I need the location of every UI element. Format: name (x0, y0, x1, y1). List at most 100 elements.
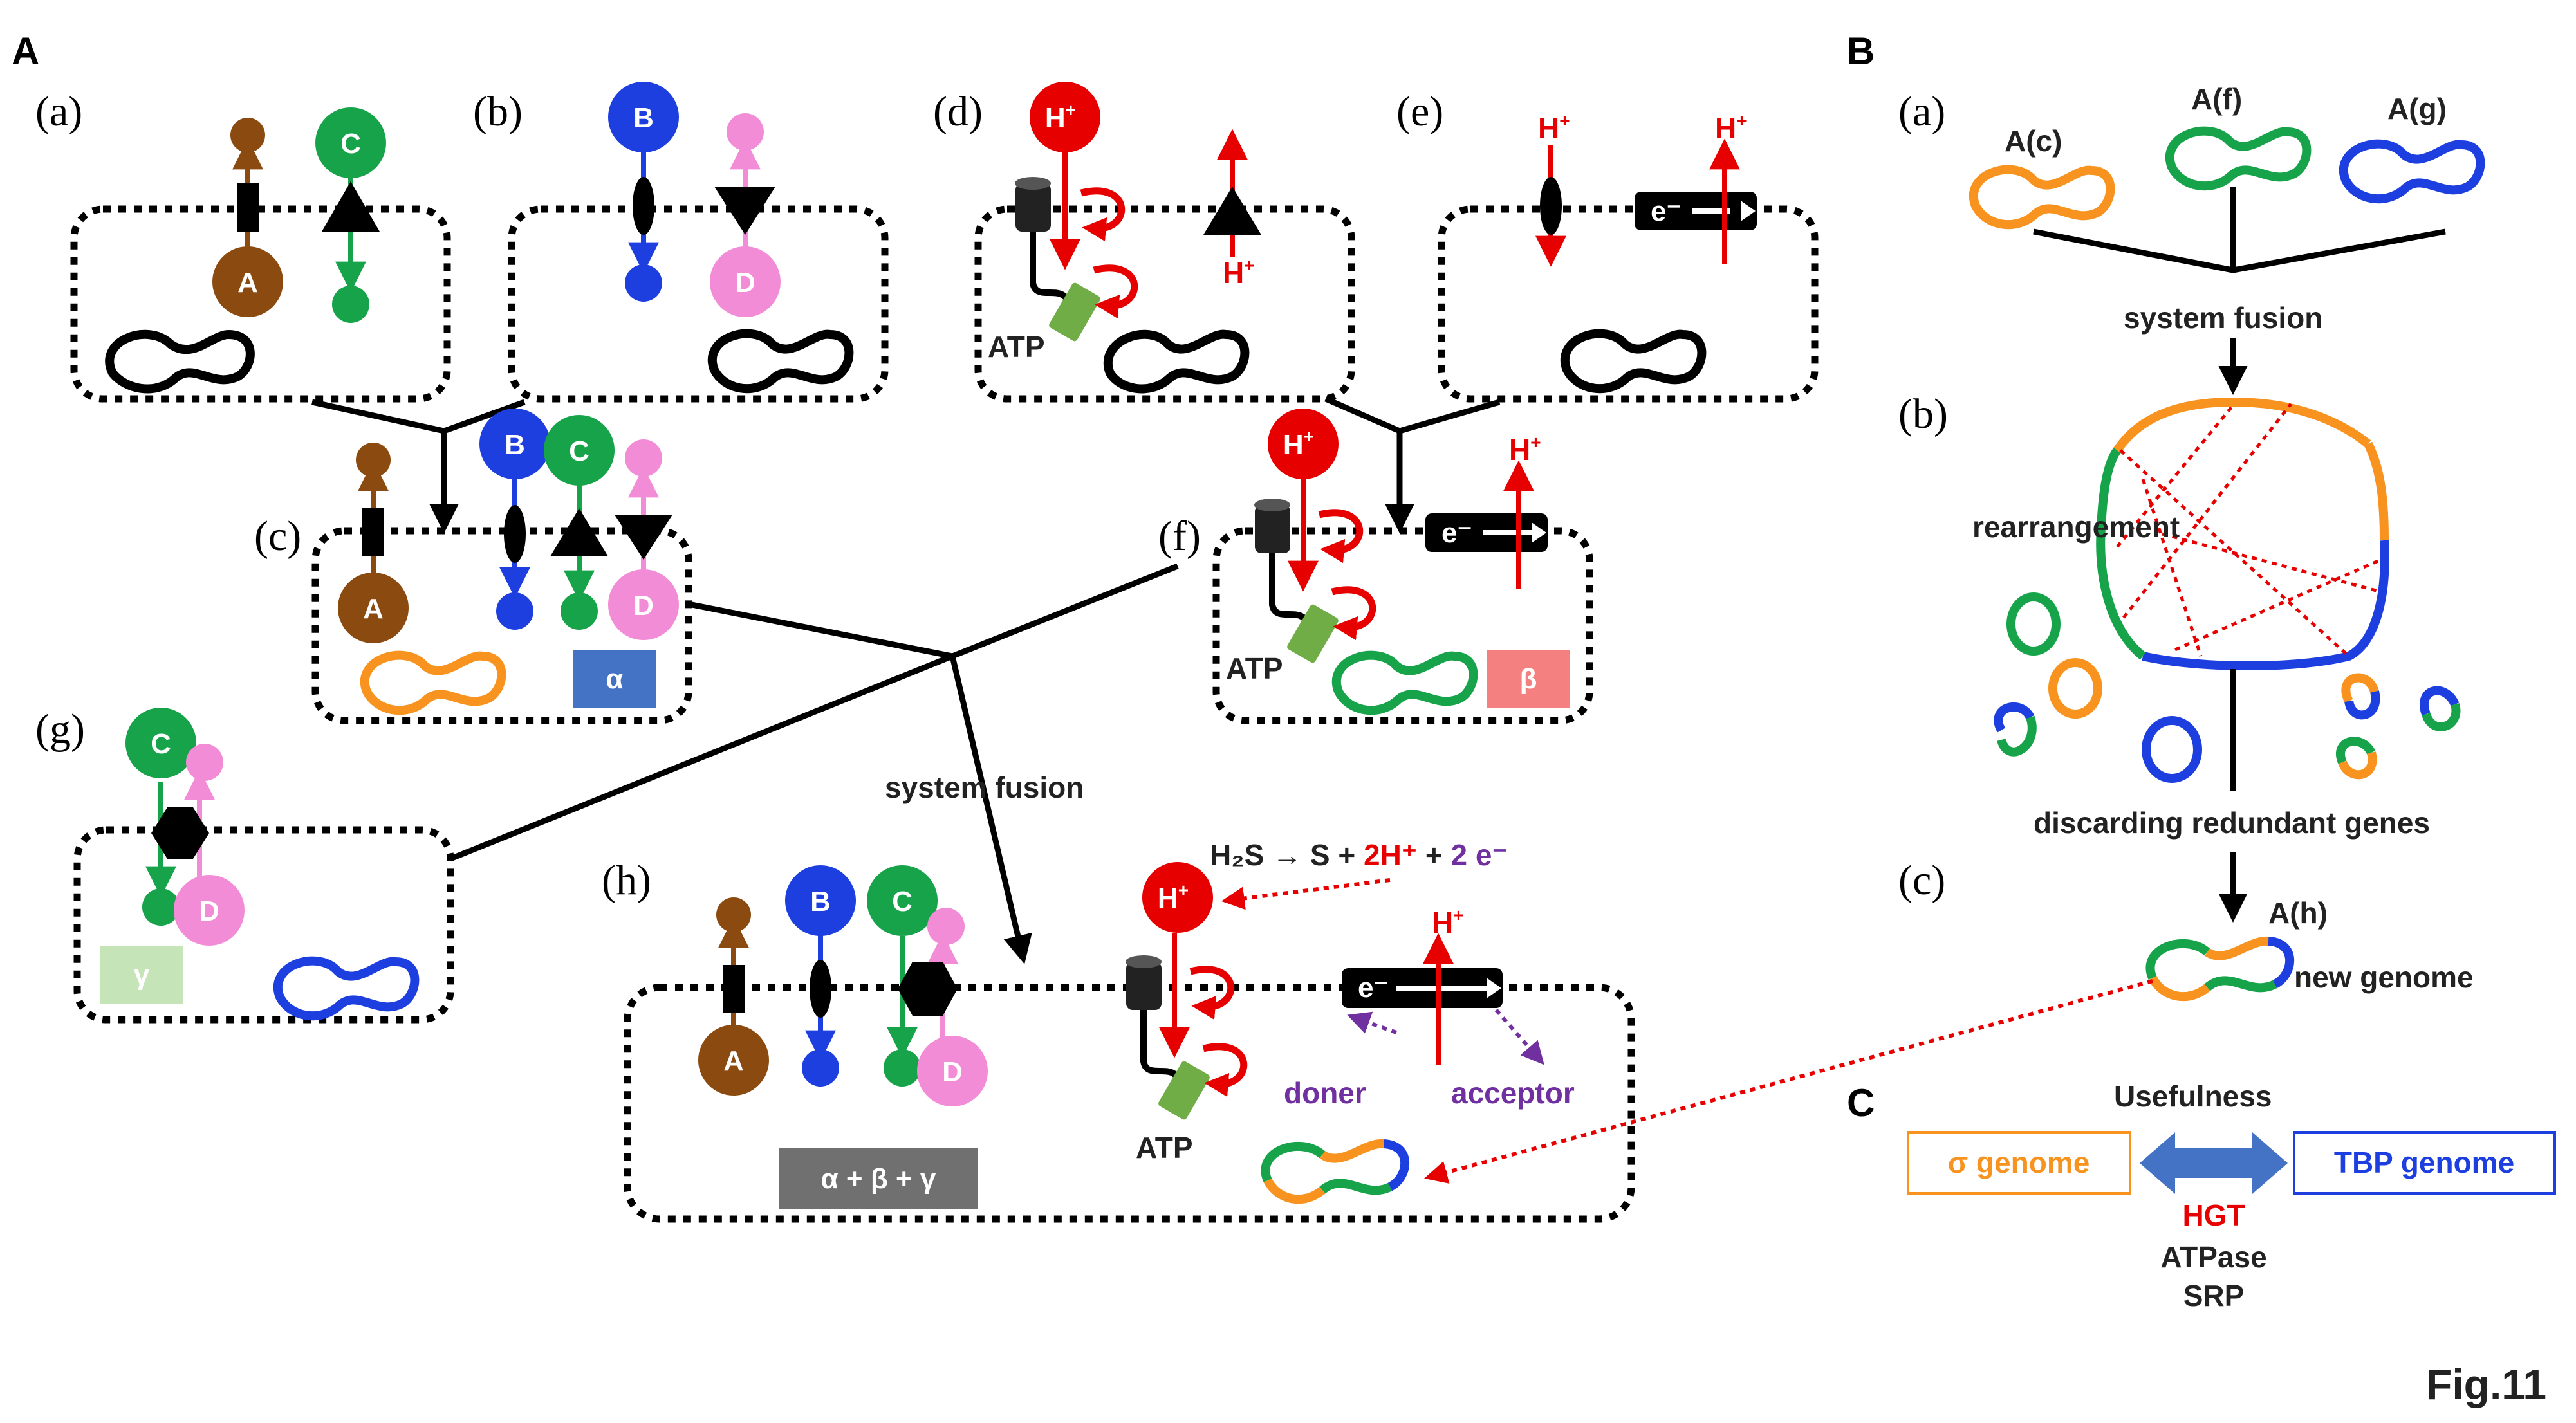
svg-text:α: α (606, 663, 623, 695)
molecule-a (212, 246, 283, 317)
reaction-equation: H₂S → S + 2H⁺ + 2 e⁻ (1210, 838, 1508, 872)
tbp-genome-box (2293, 1131, 2556, 1195)
sub-label-d: (d) (933, 88, 983, 135)
genome-green (1332, 650, 1478, 715)
svg-text:H+: H+ (1045, 100, 1076, 134)
sub-label-c: (c) (254, 513, 301, 560)
svg-text:σ genome: σ genome (1948, 1146, 2090, 1179)
acceptor-label: acceptor (1451, 1076, 1575, 1110)
svg-text:β: β (1520, 663, 1537, 695)
svg-text:ATP: ATP (988, 330, 1045, 363)
svg-text:A: A (723, 1045, 744, 1077)
svg-text:e⁻: e⁻ (1651, 196, 1682, 227)
svg-text:D: D (735, 267, 755, 298)
svg-text:A(c): A(c) (2005, 124, 2062, 158)
genome-black (105, 329, 255, 394)
svg-text:ATPase: ATPase (2160, 1240, 2266, 1274)
genome-multicolor (1261, 1139, 1410, 1204)
panel-c-contents: Usefulness σ genome TBP genome HGT ATPas… (1907, 1079, 2556, 1312)
cell-b-contents: B D (608, 82, 854, 394)
sub-label-h: (h) (602, 857, 651, 904)
figure-label: Fig.11 (2426, 1361, 2546, 1408)
svg-text:A(h): A(h) (2268, 896, 2328, 930)
svg-text:α + β + γ: α + β + γ (821, 1163, 936, 1195)
svg-text:A: A (363, 593, 384, 625)
genome-blue (273, 956, 420, 1021)
cell-membrane-d (974, 205, 1355, 403)
cell-membrane-e (1438, 205, 1819, 403)
genome-orange (360, 650, 506, 715)
svg-text:A(f): A(f) (2191, 82, 2242, 116)
sub-label-Bb: (b) (1898, 390, 1948, 437)
proton-h (1142, 862, 1213, 933)
svg-text:rearrangement: rearrangement (1972, 510, 2180, 544)
tag-combined (779, 1148, 978, 1209)
svg-text:H+: H+ (1158, 880, 1189, 914)
cell-c-contents: A B C D α (338, 409, 679, 715)
panel-b-contents: A(c) A(f) A(g) system fusion rearrangeme… (1424, 82, 2485, 1184)
molecule-a-small (230, 118, 265, 152)
svg-text:H+: H+ (1223, 255, 1255, 289)
svg-text:new genome: new genome (2294, 960, 2474, 994)
cell-g-contents: C D γ (100, 708, 420, 1021)
cell-f-contents: H+ ATP e⁻ H+ β (1226, 409, 1570, 715)
svg-text:ATP: ATP (1226, 652, 1283, 685)
svg-text:A(g): A(g) (2387, 92, 2447, 125)
sigma-genome-box (1907, 1131, 2131, 1195)
svg-text:H+: H+ (1538, 111, 1570, 145)
svg-text:HGT: HGT (2182, 1198, 2245, 1232)
fusion-connector-cfg (449, 563, 1179, 959)
molecule-c (315, 107, 386, 178)
sub-label-f: (f) (1158, 513, 1201, 560)
cell-membrane-b (508, 205, 889, 403)
svg-text:Usefulness: Usefulness (2114, 1079, 2272, 1113)
svg-text:C: C (151, 728, 171, 760)
svg-text:C: C (340, 128, 361, 160)
system-fusion-label: system fusion (885, 771, 1084, 804)
cell-a-contents: A C (105, 107, 386, 394)
sub-label-Bc: (c) (1898, 857, 1945, 904)
svg-text:ATP: ATP (1136, 1131, 1193, 1164)
svg-text:H+: H+ (1432, 905, 1464, 939)
cell-d-contents: H+ ATP H+ (988, 82, 1261, 394)
molecule-d (710, 246, 781, 317)
svg-text:H+: H+ (1283, 427, 1314, 461)
panel-label-a: A (12, 30, 39, 73)
panel-label-c: C (1847, 1081, 1875, 1125)
svg-text:D: D (199, 895, 219, 927)
svg-text:B: B (810, 886, 831, 917)
svg-text:e⁻: e⁻ (1358, 972, 1389, 1004)
hgt-double-arrow (2140, 1132, 2288, 1194)
svg-text:system fusion: system fusion (2124, 301, 2322, 335)
fusion-connector-ab (311, 399, 526, 528)
tag-gamma (100, 946, 183, 1004)
svg-text:TBP genome: TBP genome (2334, 1146, 2514, 1179)
cell-membrane-g (73, 826, 454, 1024)
svg-text:B: B (505, 429, 525, 461)
svg-text:γ: γ (134, 959, 150, 991)
svg-text:H+: H+ (1509, 432, 1541, 466)
fusion-connector-de (1324, 396, 1501, 528)
tag-alpha (573, 650, 656, 708)
svg-text:H+: H+ (1715, 111, 1747, 145)
svg-text:C: C (892, 886, 913, 917)
svg-text:e⁻: e⁻ (1441, 517, 1472, 549)
genome-black (708, 329, 854, 394)
panel-label-b: B (1847, 30, 1875, 73)
sub-label-b: (b) (473, 88, 523, 135)
doner-label: doner (1284, 1076, 1366, 1110)
genome-black (1104, 329, 1250, 394)
cell-membrane-c (311, 527, 692, 724)
cell-h-contents: A B C D α + β + γ H+ ATP e⁻ H+ (698, 838, 1575, 1209)
cell-membrane-a (70, 205, 451, 403)
new-genome (2145, 936, 2295, 1002)
sub-label-a: (a) (35, 88, 82, 135)
svg-text:C: C (569, 436, 589, 467)
svg-text:D: D (633, 590, 654, 621)
proton-d (1030, 82, 1100, 152)
molecule-b (608, 82, 679, 152)
cell-e-contents: H+ e⁻ H+ (1535, 111, 1757, 394)
sub-label-g: (g) (35, 706, 85, 753)
svg-text:B: B (633, 102, 654, 134)
